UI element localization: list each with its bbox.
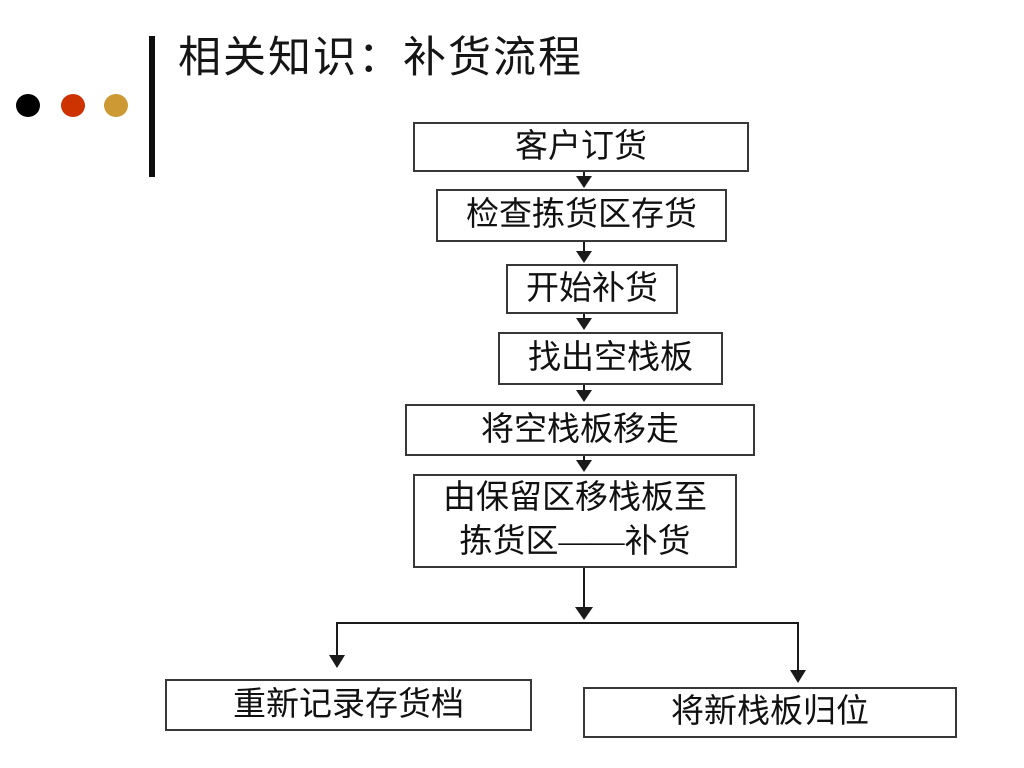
flow-node-start-replenishment: 开始补货 [506, 264, 678, 314]
arrow-branch-right-to-return [790, 622, 806, 683]
flow-node-label: 将空栈板移走 [481, 411, 679, 448]
arrow-branch-left-to-rerecord [329, 622, 345, 668]
bullet-black-icon [16, 94, 40, 117]
flow-node-label: 客户订货 [515, 128, 647, 165]
arrow-start-to-find [576, 314, 592, 330]
arrow-move-to-branch-junction [575, 568, 593, 620]
flow-node-check-picking-area-stock: 检查拣货区存货 [436, 189, 727, 242]
page-title: 相关知识：补货流程 [178, 35, 583, 82]
flow-node-label-line2: 拣货区——补货 [459, 524, 691, 560]
flow-node-label: 将新栈板归位 [671, 694, 869, 731]
title-vertical-rule [149, 36, 155, 177]
flow-node-label: 检查拣货区存货 [466, 197, 697, 234]
flow-node-move-pallet-replenish: 由保留区移栈板至 拣货区——补货 [413, 474, 737, 568]
flow-node-label: 开始补货 [526, 270, 658, 307]
flow-node-label: 重新记录存货档 [233, 686, 464, 723]
flow-node-remove-empty-pallet: 将空栈板移走 [405, 404, 755, 456]
bullet-red-icon [61, 94, 85, 117]
arrow-find-to-remove [576, 385, 592, 402]
bullet-gold-icon [104, 94, 128, 117]
flow-node-return-new-pallet: 将新栈板归位 [583, 687, 957, 738]
flow-node-customer-order: 客户订货 [413, 122, 749, 172]
arrow-remove-to-move [576, 456, 592, 472]
flow-node-label-line1: 由保留区移栈板至 [443, 480, 707, 517]
flow-node-label: 找出空栈板 [528, 340, 693, 377]
flow-node-rerecord-inventory-file: 重新记录存货档 [165, 679, 532, 731]
arrow-customer-order-to-check [576, 170, 592, 188]
arrow-check-to-start [576, 242, 592, 263]
flow-node-find-empty-pallet: 找出空栈板 [498, 332, 723, 385]
